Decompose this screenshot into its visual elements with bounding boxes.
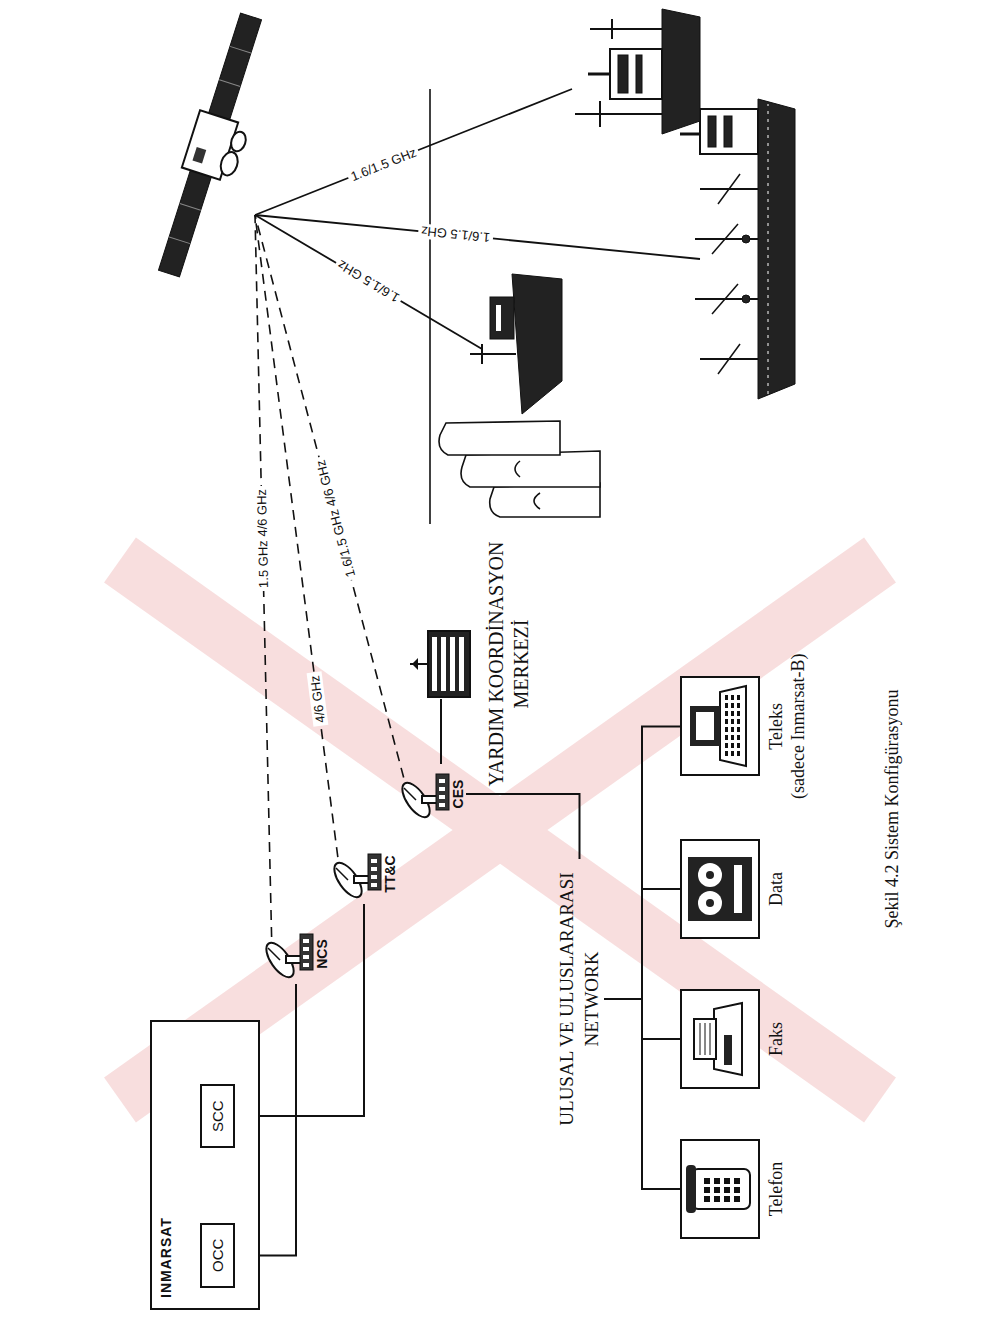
terminal-icon <box>680 989 760 1089</box>
station-label: CES <box>450 780 466 809</box>
frequency-label: 1.6/1.5 GHz <box>345 144 421 186</box>
center-box: OCC <box>200 1223 235 1288</box>
terminal-box: Telefon <box>680 1139 787 1239</box>
icon-holder <box>680 676 760 776</box>
earth-station: NCS <box>262 924 330 984</box>
terminal-icon <box>680 839 760 939</box>
icon-holder <box>410 629 472 699</box>
earth-station: TT&C <box>330 844 398 904</box>
terminal-label: Teleks <box>766 703 787 750</box>
center-box: SCC <box>200 1084 235 1148</box>
satellite <box>150 10 283 283</box>
ship-links <box>255 89 700 349</box>
connector-line <box>604 999 680 1189</box>
connector-line <box>604 727 680 1000</box>
box-label: OCC <box>209 1239 226 1272</box>
frequency-label: 1.6/1.5 GHz <box>417 224 493 246</box>
frame-title: INMARSAT <box>158 1032 174 1298</box>
connector-line <box>466 794 580 859</box>
terminal-icon <box>680 676 760 776</box>
icon-holder <box>262 924 314 984</box>
dish-antenna-icon <box>398 764 450 824</box>
coastline <box>430 89 600 524</box>
ship-small <box>470 274 562 414</box>
terminal-label: Telefon <box>766 1162 787 1217</box>
connector-line <box>604 999 680 1039</box>
dish-antenna-icon <box>330 844 382 904</box>
terminal-label: Data <box>766 872 787 906</box>
frequency-label: 1.6/1.5 GHz <box>332 256 404 307</box>
earth-station: CES <box>398 764 466 824</box>
terminal-box: Faks <box>680 989 787 1089</box>
frequency-label: 1.5 GHz 4/6 GHz <box>253 486 270 591</box>
terminal-box: Data <box>680 839 787 939</box>
frequency-label: 4/6 GHz <box>306 672 328 727</box>
icon-holder <box>398 764 450 824</box>
center-title: YARDIM KOORDİNASYON MERKEZİ <box>484 524 534 804</box>
icon-holder <box>680 1139 760 1239</box>
terminal-label: Faks <box>766 1022 787 1056</box>
network-block: ULUSAL VE ULUSLARARASI NETWORK <box>555 859 604 1139</box>
uplink-dashed-lines <box>255 215 408 954</box>
station-label: TT&C <box>382 855 398 892</box>
icon-holder <box>680 989 760 1089</box>
frequency-label: 1.6/1.5 GHz 4/6 GHz <box>312 456 359 582</box>
ship-tanker <box>680 99 795 399</box>
coordination-center: YARDIM KOORDİNASYON MERKEZİ <box>410 629 472 699</box>
connector-line <box>440 699 442 764</box>
terminal-icon <box>680 1139 760 1239</box>
terminal-note: (sadece Inmarsat-B) <box>788 654 809 799</box>
icon-holder <box>330 844 382 904</box>
organization-frame: INMARSAT OCC SCC <box>150 1020 260 1310</box>
dish-antenna-icon <box>262 924 314 984</box>
ship-right <box>575 9 700 134</box>
box-label: SCC <box>209 1100 226 1132</box>
building-icon <box>410 629 472 699</box>
station-label: NCS <box>314 939 330 969</box>
network-title: ULUSAL VE ULUSLARARASI NETWORK <box>555 859 604 1139</box>
icon-holder <box>680 839 760 939</box>
figure-caption: Şekil 4.2 Sistem Konfigürasyonu <box>882 690 903 929</box>
terminal-box: Teleks(sadece Inmarsat-B) <box>680 654 809 799</box>
